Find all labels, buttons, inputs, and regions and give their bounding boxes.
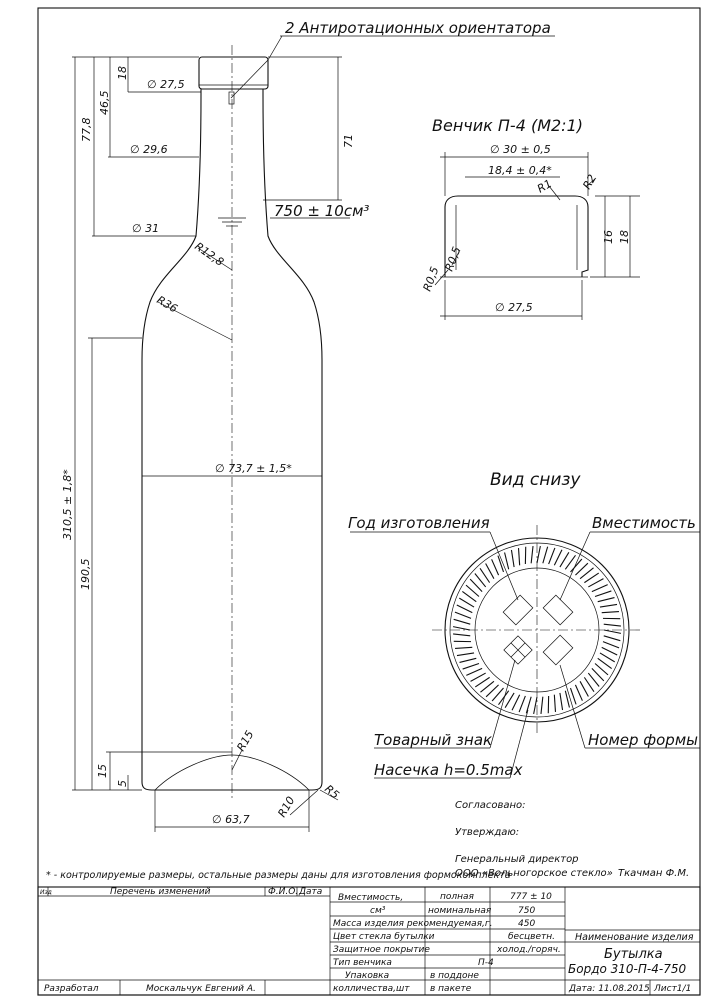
dim-r-12: R12,8 (192, 240, 226, 269)
crown-outline (444, 195, 589, 277)
director-name: Ткачман Ф.М. (618, 868, 689, 879)
dim-d-neck: ∅ 29,6 (130, 143, 168, 156)
tb-coating: Защитное покрытие (333, 945, 430, 955)
orientators-callout: 2 Антиротационных ориентатора (285, 19, 551, 37)
dim-r-10: R10 (275, 794, 297, 819)
tb-date: Дата: 11.08.2015 (568, 984, 650, 994)
dim-h-15: 15 (96, 764, 109, 778)
director-label: Генеральный директор (455, 854, 579, 865)
tb-changes: Перечень изменений (110, 887, 211, 897)
bottle-cap (198, 56, 269, 90)
dim-h-71: 71 (342, 134, 355, 148)
dim-volume: 750 ± 10см³ (274, 202, 369, 220)
company-label: ООО «Вольногорское стекло» (455, 868, 613, 879)
dim-c-r1: R1 (535, 177, 554, 196)
dim-r-15: R15 (234, 728, 256, 753)
tb-full-val: 777 ± 10 (510, 892, 552, 902)
dim-r-5: R5 (322, 782, 342, 801)
tb-date-h: Дата (298, 887, 322, 897)
tb-izd: Изд (40, 889, 52, 896)
tb-capacity-unit: см³ (370, 906, 386, 916)
dim-c-18h: 18 (618, 230, 631, 244)
dim-d-base: ∅ 63,7 (212, 813, 250, 826)
dim-c-30: ∅ 30 ± 0,5 (490, 143, 551, 156)
notch-callout: Насечка h=0.5max (374, 761, 523, 779)
tb-crown-type: Тип венчика (333, 958, 392, 968)
agreed-label: Согласовано: (455, 800, 526, 811)
sheet-frame (37, 7, 701, 996)
footnote: * - контролируемые размеры, остальные ра… (46, 870, 511, 881)
tb-mass: Масса изделия рекомендуемая,г. (333, 919, 492, 929)
bottle-drawing (72, 35, 350, 832)
tb-color: Цвет стекла бутылки (333, 932, 435, 942)
dim-h-46: 46,5 (98, 91, 111, 116)
tb-pallet: в поддоне (430, 971, 479, 981)
dim-d-top: ∅ 27,5 (147, 78, 185, 91)
tb-nominal-val: 750 (518, 906, 535, 916)
dim-c-r05a: R0,5 (421, 265, 442, 293)
tb-sheet: Лист1/1 (653, 984, 691, 994)
tb-pack2: колличества,шт (333, 984, 410, 994)
dim-h-5: 5 (116, 780, 129, 787)
bottom-view-title: Вид снизу (490, 470, 581, 490)
tb-developed: Разработал (44, 984, 99, 994)
tb-product2: Бордо 310-П-4-750 (568, 962, 686, 976)
tb-coating-val: холод./горяч. (496, 945, 561, 955)
tb-package: в пакете (430, 984, 472, 994)
crown-view-title: Венчик П-4 (М2:1) (432, 116, 583, 135)
knurling-notches (452, 545, 622, 715)
dim-d-shoulder: ∅ 31 (132, 222, 159, 235)
dim-h-total: 310,5 ± 1,8* (61, 469, 74, 540)
tb-capacity-label: Вместимость, (338, 893, 403, 903)
year-callout: Год изготовления (348, 514, 490, 532)
tb-product-name-h: Наименование изделия (575, 932, 694, 943)
title-block (37, 886, 701, 996)
tb-pack1: Упаковка (345, 971, 389, 981)
tb-product1: Бутылка (604, 947, 663, 962)
tb-mass-val: 450 (518, 919, 535, 929)
dim-c-16: 16 (602, 230, 615, 244)
dim-c-18: 18,4 ± 0,4* (488, 164, 552, 177)
dim-c-r2: R2 (580, 172, 599, 191)
dim-h-18: 18 (116, 66, 129, 80)
mold-number-callout: Номер формы (588, 731, 698, 749)
tb-full: полная (440, 892, 475, 902)
trademark-callout: Товарный знак (374, 731, 492, 749)
dim-c-275: ∅ 27,5 (495, 301, 533, 314)
approved-label: Утверждаю: (455, 827, 519, 838)
tb-crown-val: П-4 (478, 958, 494, 968)
trademark-mark (503, 635, 533, 665)
dim-d-body: ∅ 73,7 ± 1,5* (215, 462, 292, 475)
orientator-mark (228, 91, 235, 105)
dim-h-77: 77,8 (80, 118, 93, 143)
tb-fio: Ф.И.О. (268, 887, 298, 897)
bottom-view (350, 525, 700, 779)
tb-developer: Москальчук Евгений А. (146, 984, 256, 994)
tb-color-val: бесцветн. (508, 932, 555, 942)
capacity-callout: Вместимость (592, 514, 696, 532)
dim-r-36: R36 (155, 293, 180, 315)
dim-c-r05b: R0,5 (443, 245, 464, 273)
dim-h-190: 190,5 (79, 559, 92, 591)
crown-detail (434, 152, 640, 320)
tb-nominal: номинальная (428, 906, 492, 916)
